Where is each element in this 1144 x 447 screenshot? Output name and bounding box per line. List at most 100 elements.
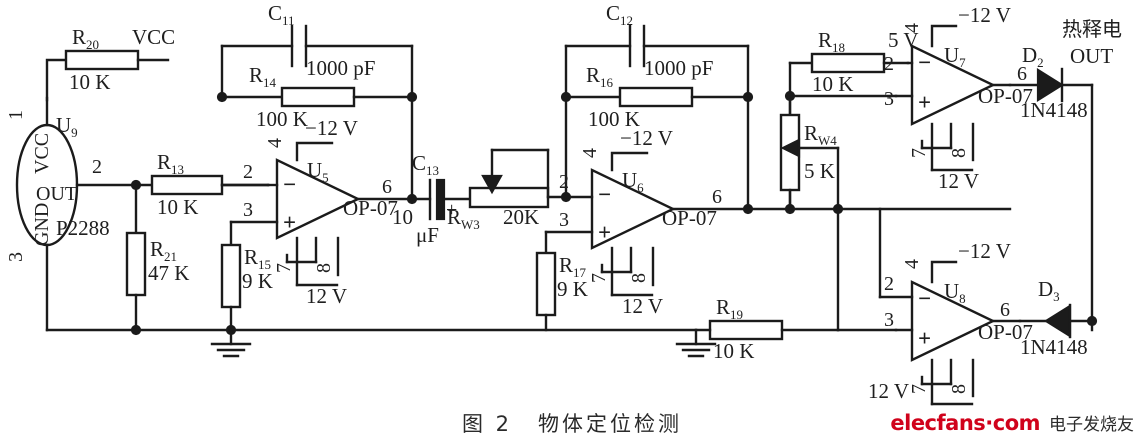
u7-part: OP-07 xyxy=(978,84,1033,108)
d3-triangle xyxy=(1043,304,1072,338)
d2-triangle xyxy=(1036,68,1065,102)
resistor-r16: R16 100 K xyxy=(560,44,754,208)
u8-pin-6: 6 xyxy=(1000,299,1010,321)
potentiometer-rw3: RW3 20K xyxy=(447,148,568,232)
r14-body xyxy=(280,86,356,108)
junction-dot xyxy=(560,91,572,103)
u5-vpos-label: 12 V xyxy=(306,284,347,308)
u6-inverting-sign: − xyxy=(598,182,611,207)
u5-body xyxy=(275,158,361,240)
u7-pin-2: 2 xyxy=(884,53,894,75)
u7-inverting-sign: − xyxy=(918,50,931,75)
r19-value: 10 K xyxy=(713,339,754,363)
r17-body xyxy=(535,251,557,317)
u8-body xyxy=(910,280,996,362)
junction-dot xyxy=(742,203,754,215)
sensor-pin-2: 2 xyxy=(92,156,102,178)
output-terminal: 热释电 OUT xyxy=(1062,17,1122,68)
r16-value: 100 K xyxy=(588,107,640,131)
u8-vneg-label: −12 V xyxy=(958,239,1011,263)
u7-pin-4: 4 xyxy=(901,23,923,33)
resistor-r20: R20 10 K VCC xyxy=(64,25,175,94)
u8-pin-4: 4 xyxy=(901,259,923,269)
sensor-u9: U9 P2288 1 2 3 VCC OUT GND xyxy=(5,58,138,332)
sensor-part-number: P2288 xyxy=(56,216,110,240)
rw3-ref: RW3 xyxy=(447,205,480,232)
c13-ref: C13 xyxy=(412,151,439,178)
c11-ref: C11 xyxy=(268,1,295,28)
u5-pin-8: 8 xyxy=(313,263,335,273)
u5-noninverting-sign: + xyxy=(283,210,296,235)
r14-value: 100 K xyxy=(256,107,308,131)
vcc-net-label: VCC xyxy=(132,25,175,49)
resistor-r19: R19 10 K xyxy=(675,295,840,363)
u8-vpos-label: 12 V xyxy=(868,379,909,403)
u7-pin-8: 8 xyxy=(948,148,970,158)
junction-dot xyxy=(784,90,796,102)
u8-pin-2: 2 xyxy=(884,273,894,295)
junction-dot xyxy=(130,324,142,336)
r18-body xyxy=(810,52,886,74)
sensor-ref: U9 xyxy=(56,113,78,140)
u8-noninverting-sign: + xyxy=(918,326,931,351)
r15-body xyxy=(220,243,242,309)
u5-pin-6: 6 xyxy=(382,176,392,198)
resistor-r15: R15 9 K xyxy=(220,243,273,332)
u6-body xyxy=(590,168,676,250)
c12-ref: C12 xyxy=(606,1,633,28)
diode-d3: D3 1N4148 xyxy=(1018,277,1098,359)
opamp-u7: − + U7 OP-07 2 3 4 6 7 8 −12 V 12 V xyxy=(884,3,1033,193)
r20-value: 10 K xyxy=(69,70,110,94)
u6-vneg-label: −12 V xyxy=(620,126,673,150)
u6-pin-2: 2 xyxy=(559,171,569,193)
u6-part: OP-07 xyxy=(662,206,717,230)
u6-pin-7: 7 xyxy=(588,273,610,283)
output-cn-label: 热释电 xyxy=(1062,17,1122,41)
u7-noninverting-sign: + xyxy=(918,90,931,115)
junction-dot xyxy=(742,91,754,103)
resistor-r18: R18 10 K 5 V xyxy=(784,28,919,117)
resistor-r21: R21 47 K xyxy=(125,179,189,332)
resistor-r17: R17 9 K xyxy=(535,251,588,332)
rw3-value: 20K xyxy=(503,205,539,229)
r17-ref: R17 xyxy=(559,253,587,280)
capacitor-c11: C11 1000 pF xyxy=(220,1,414,80)
r16-ref: R16 xyxy=(586,63,614,90)
opamp-u6: − + U6 OP-07 2 3 4 6 7 8 −12 V 12 V xyxy=(544,126,750,318)
r21-value: 47 K xyxy=(148,261,189,285)
u6-pin-8: 8 xyxy=(628,273,650,283)
c11-value: 1000 pF xyxy=(306,56,375,80)
r16-body xyxy=(618,86,694,108)
u6-pin-6: 6 xyxy=(712,186,722,208)
r19-body xyxy=(708,319,784,341)
u6-pin-3: 3 xyxy=(559,209,569,231)
figure-number: 图 2 xyxy=(461,412,513,436)
r13-body xyxy=(150,174,224,196)
u5-pin-4: 4 xyxy=(264,138,286,148)
u7-vpos-label: 12 V xyxy=(938,169,979,193)
u5-pin-2: 2 xyxy=(243,161,253,183)
u5-part: OP-07 xyxy=(343,196,398,220)
opamp-u8: − + U8 OP-07 2 3 4 6 7 8 −12 V 12 V xyxy=(868,207,1033,406)
capacitor-c12: C12 1000 pF xyxy=(564,1,750,80)
u6-vpos-label: 12 V xyxy=(622,294,663,318)
u7-vneg-label: −12 V xyxy=(958,3,1011,27)
u8-pin-7: 7 xyxy=(908,384,930,394)
u8-pin-3: 3 xyxy=(884,309,894,331)
junction-dot xyxy=(130,179,142,191)
u6-ref: U6 xyxy=(622,168,644,195)
c13-unit: μF xyxy=(416,223,439,247)
ground-symbol-right xyxy=(675,328,717,358)
junction-dot xyxy=(1086,315,1098,327)
u6-pin-4: 4 xyxy=(579,148,601,158)
u7-pin-7: 7 xyxy=(908,148,930,158)
r18-ref: R18 xyxy=(818,28,845,55)
d2-part: 1N4148 xyxy=(1020,98,1088,122)
watermark-site: elecfans·com xyxy=(890,411,1040,435)
sensor-vcc-label: VCC xyxy=(31,133,53,174)
u8-inverting-sign: − xyxy=(918,286,931,311)
rw4-value: 5 K xyxy=(804,159,835,183)
u8-part: OP-07 xyxy=(978,320,1033,344)
